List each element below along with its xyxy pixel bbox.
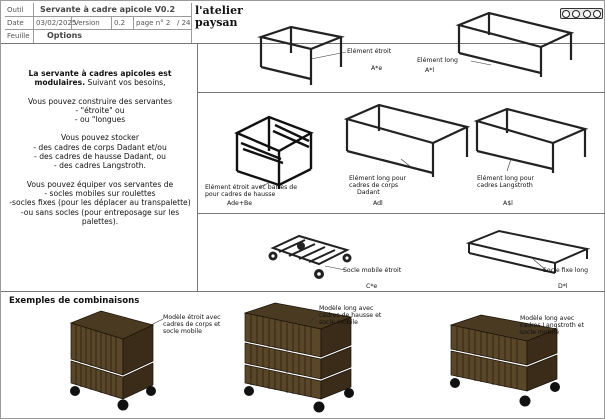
date-label: Date — [7, 19, 24, 27]
intro-p4-line4: -ou sans socles (pour entreposage sur le… — [20, 207, 180, 226]
header-divider — [1, 43, 605, 44]
logo-line-1: l'atelier — [195, 4, 243, 17]
narrow-element-code: A*e — [371, 65, 383, 72]
long-dadant-label-1: Elément long pour — [349, 175, 407, 182]
feuille-value: Options — [47, 31, 83, 40]
narrow-element-bars-drawing — [234, 115, 314, 189]
outil-label: Outil — [7, 6, 24, 14]
intro-p2-line1: Vous pouvez construire des servantes — [27, 96, 173, 106]
intro-p3-line2: - des cadres de corps Dadant et/ou — [33, 142, 167, 152]
fixed-base-drawing — [465, 229, 591, 274]
examples-title: Exemples de combinaisons — [9, 296, 140, 306]
row-divider-1 — [197, 92, 605, 93]
long-langstroth-code: A$l — [503, 200, 513, 207]
intro-p4-line1: Vous pouvez équiper vos servantes de — [26, 179, 174, 189]
long-element-drawing — [455, 11, 575, 77]
example-3-line-3: socle mobile — [520, 329, 559, 336]
version-label: Version — [74, 19, 100, 27]
fixed-base-label: Socle fixe long — [543, 267, 589, 274]
long-dadant-drawing — [343, 103, 471, 177]
nc-icon — [582, 9, 591, 18]
intro-text: La servante à cadres apicoles est modula… — [7, 69, 193, 235]
example-3-line-2: cadres Langstroth et — [520, 322, 585, 329]
example-1-line-1: Modèle étroit avec — [163, 314, 221, 321]
example-2-line-1: Modèle long avec — [319, 305, 374, 312]
mobile-base-code: C*e — [366, 283, 378, 290]
creative-commons-badge — [560, 8, 603, 19]
intro-p3-line3: - des cadres de hausse Dadant, ou — [34, 152, 166, 162]
examples-divider — [1, 291, 605, 292]
example-2-line-3: socle mobile — [319, 319, 358, 326]
long-dadant-code: Adl — [373, 200, 383, 207]
cc-icon — [562, 9, 571, 18]
row-divider-2 — [197, 213, 605, 214]
intro-title: La servante à cadres apicoles est modula… — [28, 69, 172, 88]
example-2-line-2: cadres de hausse et — [319, 312, 382, 319]
intro-p4-line3: -socles fixes (pour les déplacer au tran… — [9, 198, 191, 208]
version-value: 0.2 — [114, 19, 126, 27]
long-element-label: Elément long — [417, 57, 458, 64]
intro-p3-line1: Vous pouvez stocker — [61, 133, 139, 143]
intro-p3-line4: - des cadres Langstroth. — [54, 161, 146, 171]
narrow-element-label: Elément étroit — [347, 48, 392, 55]
narrow-bars-label-2: pour cadres de hausse — [205, 191, 276, 198]
left-column-divider — [197, 43, 198, 291]
narrow-bars-code: Ade+Be — [227, 200, 253, 207]
by-icon — [572, 9, 581, 18]
narrow-bars-label-1: Elément étroit avec barres de — [205, 184, 298, 191]
logo-line-2: paysan — [195, 16, 238, 29]
long-langstroth-drawing — [473, 107, 589, 173]
example-1-line-2: cadres de corps et — [163, 321, 221, 328]
atelier-paysan-logo: l'atelier paysan — [195, 4, 243, 37]
title-block: Outil Servante à cadre apicole V0.2 Date… — [5, 3, 603, 43]
page-total: / 24 — [177, 19, 191, 27]
intro-p4-line2: - socles mobiles sur roulettes — [44, 188, 156, 198]
intro-p2-line2: - "étroite" ou — [75, 105, 125, 115]
mobile-base-drawing — [268, 234, 352, 279]
outil-value: Servante à cadre apicole V0.2 — [40, 5, 176, 14]
example-narrow-drawing — [69, 310, 164, 411]
page-number: page n° 2 — [136, 19, 171, 27]
narrow-element-drawing — [257, 25, 347, 85]
mobile-base-label: Socle mobile étroit — [343, 267, 402, 274]
fixed-base-code: D*l — [558, 283, 568, 290]
long-langstroth-label-1: Elément long pour — [477, 175, 535, 182]
example-long-hausse-drawing — [243, 302, 354, 413]
example-long-langstroth-drawing — [449, 314, 560, 407]
example-3-line-1: Modèle long avec — [520, 315, 575, 322]
intro-p2-line3: - ou "longues — [74, 115, 126, 125]
long-langstroth-label-2: cadres Langstroth — [477, 182, 533, 189]
date-value: 03/02/2025 — [36, 19, 77, 27]
feuille-label: Feuille — [7, 32, 30, 40]
long-dadant-label-2: cadres de corps — [349, 182, 399, 189]
sa-icon — [592, 9, 601, 18]
example-1-line-3: socle mobile — [163, 328, 202, 335]
long-element-code: A*l — [425, 67, 435, 74]
intro-title-rest: Suivant vos besoins, — [85, 78, 166, 88]
long-dadant-label-3: Dadant — [357, 189, 380, 196]
